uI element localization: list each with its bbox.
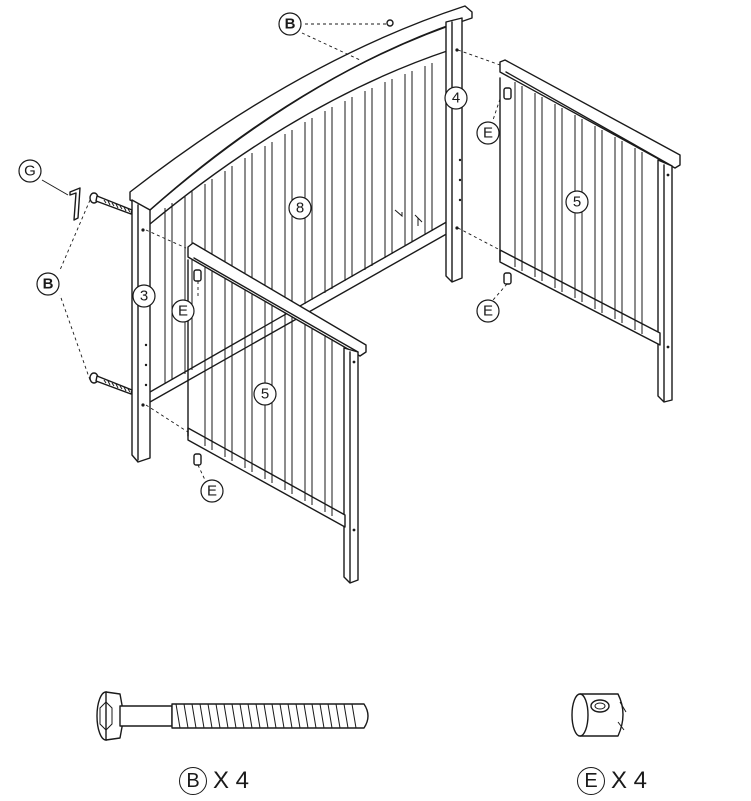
headboard-panel (129, 5, 473, 463)
svg-text:5: 5 (261, 386, 269, 403)
legend-bolt-quantity: B X 4 (179, 767, 249, 795)
barrel-nuts (193, 87, 512, 466)
svg-text:E: E (178, 303, 188, 320)
svg-text:3: 3 (140, 288, 148, 305)
bolt-illustration (96, 691, 369, 741)
leader-lines (41, 23, 508, 481)
svg-text:E: E (207, 483, 217, 500)
legend-bolt-letter: B (179, 767, 207, 795)
side-panel-back (499, 59, 681, 403)
svg-text:G: G (24, 163, 36, 180)
bolt-upper (89, 192, 133, 215)
legend-nut-quantity: E X 4 (577, 767, 647, 795)
svg-text:E: E (483, 303, 493, 320)
callout-e-left-lower: E (200, 479, 224, 503)
bolt-tip-top (386, 19, 394, 27)
bolt-lower (89, 372, 133, 395)
callout-b-left: B (36, 272, 60, 296)
svg-text:E: E (483, 125, 493, 142)
svg-text:8: 8 (296, 200, 304, 217)
callout-panel-5-front: 5 (253, 382, 277, 406)
callout-b-top: B (278, 12, 302, 36)
callout-e-right-lower: E (476, 299, 500, 323)
callout-e-right-upper: E (476, 121, 500, 145)
legend-nut-letter: E (577, 767, 605, 795)
callout-g: G (18, 159, 42, 183)
svg-text:B: B (285, 16, 296, 33)
hex-key-tool (69, 187, 81, 221)
callout-panel-8: 8 (288, 196, 312, 220)
legend-nut-qty: X 4 (611, 767, 648, 794)
legend-bolt-qty: X 4 (213, 767, 250, 794)
svg-text:5: 5 (573, 194, 581, 211)
svg-text:4: 4 (452, 90, 460, 107)
callout-e-left-upper: E (171, 299, 195, 323)
svg-text:B: B (43, 276, 54, 293)
callout-post-3: 3 (132, 284, 156, 308)
post-holes (141, 48, 462, 407)
callout-post-4: 4 (444, 86, 468, 110)
callout-panel-5-back: 5 (565, 190, 589, 214)
barrel-nut-illustration (571, 693, 627, 737)
side-panel-front (187, 242, 367, 584)
front-side-slats (204, 268, 333, 516)
